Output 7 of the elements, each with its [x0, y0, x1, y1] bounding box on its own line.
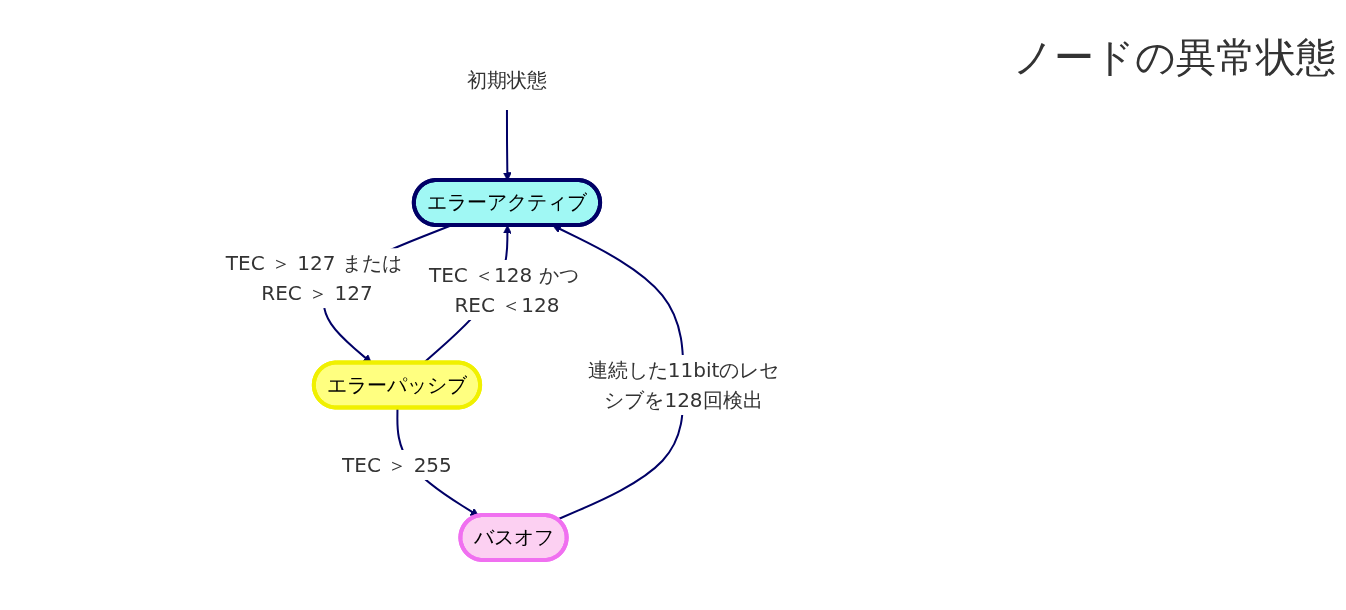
edge-label: 連続した11bitのレセシブを128回検出 — [587, 357, 780, 412]
node-text: 初期状態 — [466, 68, 547, 92]
diagram-title: ノードの異常状態 — [1013, 33, 1336, 82]
edge-label: TEC ＞ 127 または REC ＞ 127 — [225, 251, 402, 306]
arrow — [502, 109, 512, 181]
edge-label: TEC ＞ 255 — [341, 452, 452, 477]
edge-label: TEC ＜128 かつ REC ＜128 — [428, 262, 579, 317]
